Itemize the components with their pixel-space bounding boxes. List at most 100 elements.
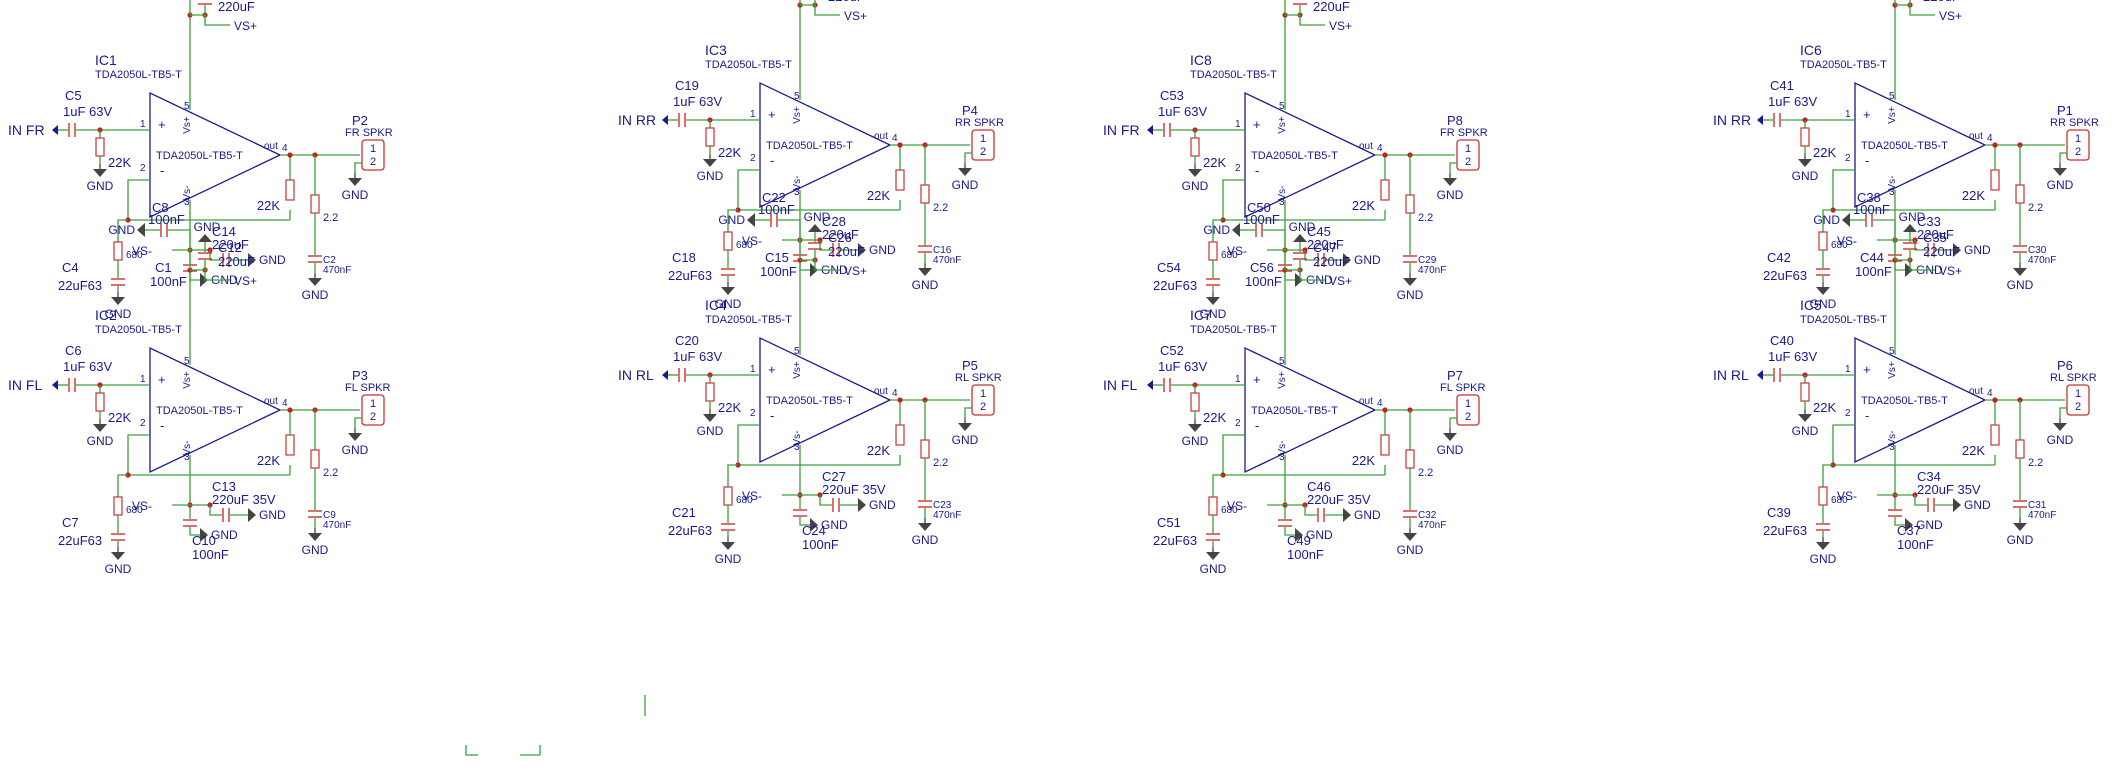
neg-supply-cap-designator: C45 — [1307, 224, 1331, 239]
feedback-resistor-label: 22K — [867, 443, 890, 458]
ground-symbol: GND — [1397, 528, 1424, 557]
resistor-body — [285, 179, 295, 201]
ic-designator: IC1 — [95, 52, 117, 68]
ic-part-number: TDA2050L-TB5-T — [705, 59, 792, 71]
wire — [1284, 272, 1295, 281]
feedback-capacitor-designator: C42 — [1767, 250, 1791, 265]
resistor-body — [285, 434, 295, 456]
ground-triangle — [1842, 213, 1850, 227]
pin-number: 1 — [140, 374, 146, 385]
supply-cap-designator: C50 — [1247, 200, 1271, 215]
input-net-label: IN RL — [1713, 367, 1749, 383]
pin-minus-label: - — [1865, 408, 1869, 423]
connector-pin: 1 — [1465, 143, 1471, 155]
bias-resistor-value: 22K — [718, 145, 741, 160]
pin-vs-plus-label: Vs+ — [792, 106, 803, 124]
ground-symbol: GND — [1953, 243, 1991, 257]
ground-label: GND — [952, 433, 979, 447]
ground-label: GND — [869, 498, 896, 512]
pin-vs-plus-label: Vs+ — [1887, 361, 1898, 379]
input-capacitor-value: 1uF 63V — [63, 359, 112, 374]
pin-plus-label: + — [1253, 372, 1261, 387]
ground-triangle — [93, 169, 107, 177]
bulk-cap-value: 220uF — [218, 0, 255, 14]
vs-plus-label: VS+ — [1329, 19, 1352, 33]
ground-triangle — [111, 297, 125, 305]
resistor-body — [2015, 184, 2025, 204]
pin-out-label: out — [264, 396, 278, 407]
wire — [1822, 464, 1833, 487]
input-port-arrow — [1147, 380, 1153, 390]
input-capacitor-designator: C19 — [675, 78, 699, 93]
amplifier-ic6: IC6TDA2050L-TB5-TTDA2050L-TB5-T+-Vs+Vs-o… — [1713, 0, 2099, 311]
pin-number: 1 — [1845, 364, 1851, 375]
speaker-label: FR SPKR — [345, 127, 393, 139]
ground-triangle — [93, 424, 107, 432]
resistor-body — [1405, 194, 1415, 214]
ground-label: GND — [105, 307, 132, 321]
ground-symbol: GND — [1810, 537, 1837, 566]
ground-symbol: GND — [718, 213, 755, 227]
pin-number: 5 — [794, 346, 800, 357]
ground-triangle — [958, 168, 972, 176]
opamp-symbol — [1244, 346, 1377, 474]
ground-label: GND — [1964, 498, 1991, 512]
wire — [1894, 0, 1896, 5]
stray-wire-fragments — [465, 695, 646, 756]
resistor-body — [1818, 231, 1828, 251]
ground-label: GND — [1810, 552, 1837, 566]
pin-out-label: out — [1359, 396, 1373, 407]
resistor-body — [310, 449, 320, 469]
opamp-symbol — [1854, 336, 1987, 464]
neg-supply-cap-designator: C13 — [212, 479, 236, 494]
zobel-resistor-value: 2.2 — [2028, 457, 2043, 469]
resistor-body — [1800, 127, 1810, 147]
neg-supply-cap-designator: C46 — [1307, 479, 1331, 494]
feedback-capacitor-value: 22uF63 — [58, 278, 102, 293]
ground-label: GND — [259, 253, 286, 267]
wire — [354, 162, 362, 173]
ic-designator: IC3 — [705, 42, 727, 58]
wire — [1895, 4, 1935, 16]
wire — [1212, 219, 1223, 242]
ground-symbol: GND — [1182, 419, 1209, 448]
ground-symbol: GND — [302, 528, 329, 557]
bias-resistor-value: 22K — [1203, 410, 1226, 425]
ground-label: GND — [1306, 528, 1333, 542]
pin-number: 5 — [794, 91, 800, 102]
ground-triangle — [1206, 552, 1220, 560]
pin-plus-label: + — [158, 372, 166, 387]
ground-label: GND — [912, 533, 939, 547]
junction-dot — [897, 142, 903, 148]
opamp-symbol — [149, 346, 282, 474]
pin-plus-label: + — [768, 362, 776, 377]
speaker-designator: P6 — [2057, 358, 2073, 373]
ground-symbol: GND — [2007, 263, 2034, 292]
bulk-cap-designator: C35 — [1923, 230, 1947, 245]
speaker-label: FL SPKR — [1440, 382, 1485, 394]
input-capacitor-designator: C5 — [65, 88, 82, 103]
ground-triangle — [1953, 498, 1961, 512]
input-port-arrow — [1757, 370, 1763, 380]
wire — [1285, 269, 1325, 281]
neg-supply-cap-value: 220uF 35V — [1307, 492, 1371, 507]
speaker-designator: P2 — [352, 113, 368, 128]
pin-number: 5 — [1279, 356, 1285, 367]
feedback-resistor-value: 680 — [1831, 495, 1848, 506]
resistor-body — [1800, 382, 1810, 402]
speaker-designator: P1 — [2057, 103, 2073, 118]
amplifier-ic5: IC5TDA2050L-TB5-TTDA2050L-TB5-T+-Vs+Vs-o… — [1713, 190, 2097, 566]
ground-symbol: GND — [1813, 213, 1850, 227]
feedback-capacitor-designator: C7 — [62, 515, 79, 530]
input-capacitor-value: 1uF 63V — [673, 349, 722, 364]
wire — [190, 269, 230, 281]
feedback-capacitor-value: 22uF63 — [668, 523, 712, 538]
pin-number: 1 — [750, 364, 756, 375]
ground-triangle — [348, 433, 362, 441]
ic-designator: IC8 — [1190, 52, 1212, 68]
amplifier-ic3: IC3TDA2050L-TB5-TTDA2050L-TB5-T+-Vs+Vs-o… — [618, 0, 1004, 311]
ground-symbol: GND — [804, 210, 831, 232]
resistor-body — [705, 382, 715, 402]
zobel-resistor-value: 2.2 — [323, 467, 338, 479]
zobel-capacitor-designator: C29 — [1418, 255, 1437, 266]
